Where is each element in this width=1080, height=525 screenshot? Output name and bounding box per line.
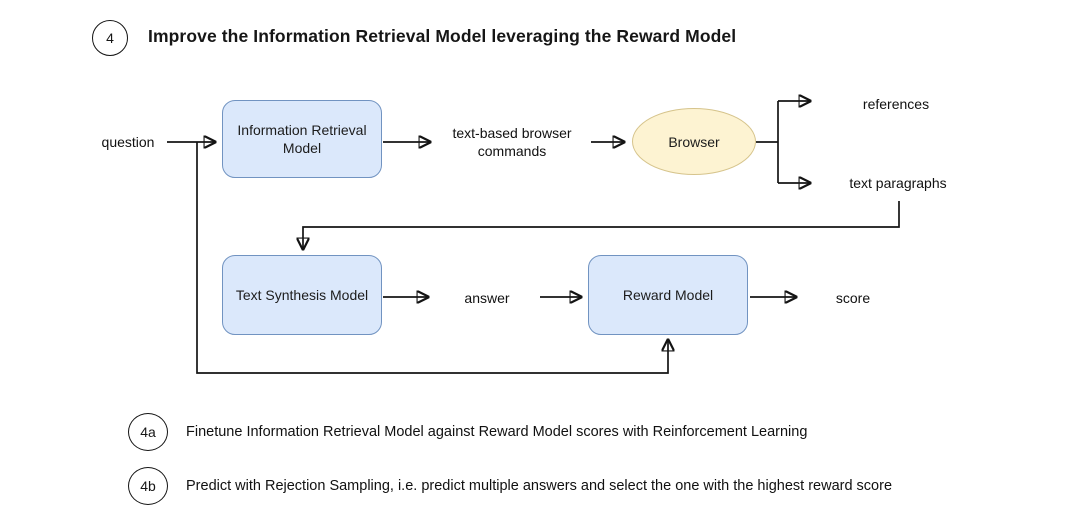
note-4a-text: Finetune Information Retrieval Model aga… [186,424,808,440]
information-retrieval-model-node: Information Retrieval Model [222,100,382,178]
page-title: Improve the Information Retrieval Model … [148,26,737,46]
information-retrieval-model-label: Information Retrieval Model [237,122,367,156]
step-badge-4a: 4a [128,413,168,451]
browser-node: Browser [632,108,756,175]
references-label: references [862,96,930,112]
note-4b-text: Predict with Rejection Sampling, i.e. pr… [186,478,893,494]
reward-model-node: Reward Model [588,255,748,335]
step-badge-4b: 4b [128,467,168,505]
reward-model-label: Reward Model [622,287,714,303]
step-badge-4a-label: 4a [140,424,156,440]
text-paragraphs-label: text paragraphs [849,175,947,191]
edge-paragraphs-to-synthesis [303,201,900,249]
step-badge-4: 4 [92,20,128,56]
question-label: question [101,134,155,150]
step-badge-4-label: 4 [106,30,114,46]
browser-commands-label: text-based browser commands [452,125,572,159]
score-label: score [835,290,871,306]
text-synthesis-model-node: Text Synthesis Model [222,255,382,335]
answer-label: answer [464,290,510,306]
browser-label: Browser [668,133,720,150]
text-synthesis-model-label: Text Synthesis Model [235,287,369,303]
step-badge-4b-label: 4b [140,478,156,494]
